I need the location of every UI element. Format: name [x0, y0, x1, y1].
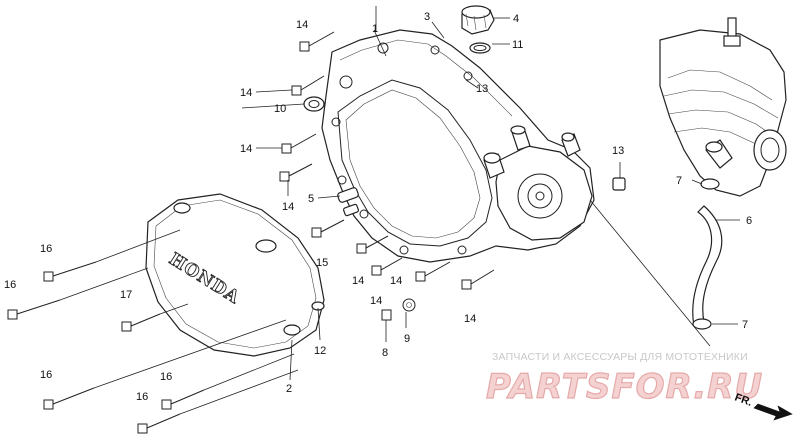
bolt-8 [381, 309, 392, 321]
front-arrow-icon [753, 403, 793, 421]
part-label-14b: 14 [240, 87, 252, 99]
part-label-16d: 16 [160, 371, 172, 383]
bolts [7, 31, 495, 434]
watermark: ЗАПЧАСТИ И АКСЕССУАРЫ ДЛЯ МОТОТЕХНИКИ PA… [485, 351, 763, 408]
collar [612, 177, 626, 191]
part-label-14f: 14 [370, 295, 382, 307]
part-label-3: 3 [424, 11, 430, 23]
front-direction-indicator: FR. [733, 392, 793, 421]
part-label-16a: 16 [40, 243, 52, 255]
part-label-11: 11 [512, 39, 523, 51]
washer-9 [402, 298, 416, 312]
part-label-6: 6 [746, 215, 752, 227]
part-label-14d: 14 [282, 201, 294, 213]
part-label-14c: 14 [240, 143, 252, 155]
part-label-16e: 16 [136, 391, 148, 403]
part-label-2: 2 [286, 383, 292, 395]
watermark-logo: PARTSFOR.RU [486, 367, 763, 407]
part-label-9: 9 [404, 333, 410, 345]
front-direction-label: FR. [733, 392, 754, 409]
part-label-8: 8 [382, 347, 388, 359]
leader-lines [59, 6, 740, 415]
part-label-7a: 7 [676, 175, 682, 187]
part-labels: 1 2 3 4 5 6 7 7 8 9 10 11 12 13 13 14 14… [4, 11, 752, 403]
oil-filler-cap [461, 5, 495, 54]
part-label-16b: 16 [4, 279, 16, 291]
part-label-7b: 7 [742, 319, 748, 331]
watermark-tagline: ЗАПЧАСТИ И АКСЕССУАРЫ ДЛЯ МОТОТЕХНИКИ [492, 351, 748, 363]
part-label-13a: 13 [476, 83, 488, 95]
part-label-1: 1 [372, 23, 378, 35]
cylinder [659, 17, 787, 197]
part-label-14g: 14 [390, 275, 402, 287]
part-label-13b: 13 [612, 145, 624, 157]
part-label-5: 5 [308, 193, 314, 205]
part-label-14a: 14 [296, 19, 308, 31]
coolant-hose [692, 178, 723, 330]
part-label-14e: 14 [352, 275, 364, 287]
part-label-16c: 16 [40, 369, 52, 381]
part-label-17: 17 [120, 289, 132, 301]
part-label-14h: 14 [464, 313, 476, 325]
crankcase-cover [303, 29, 595, 263]
part-label-4: 4 [513, 13, 519, 25]
clutch-cover: HONDA [145, 193, 325, 357]
part-label-15: 15 [316, 257, 328, 269]
part-label-12: 12 [314, 345, 326, 357]
part-label-10: 10 [274, 103, 286, 115]
